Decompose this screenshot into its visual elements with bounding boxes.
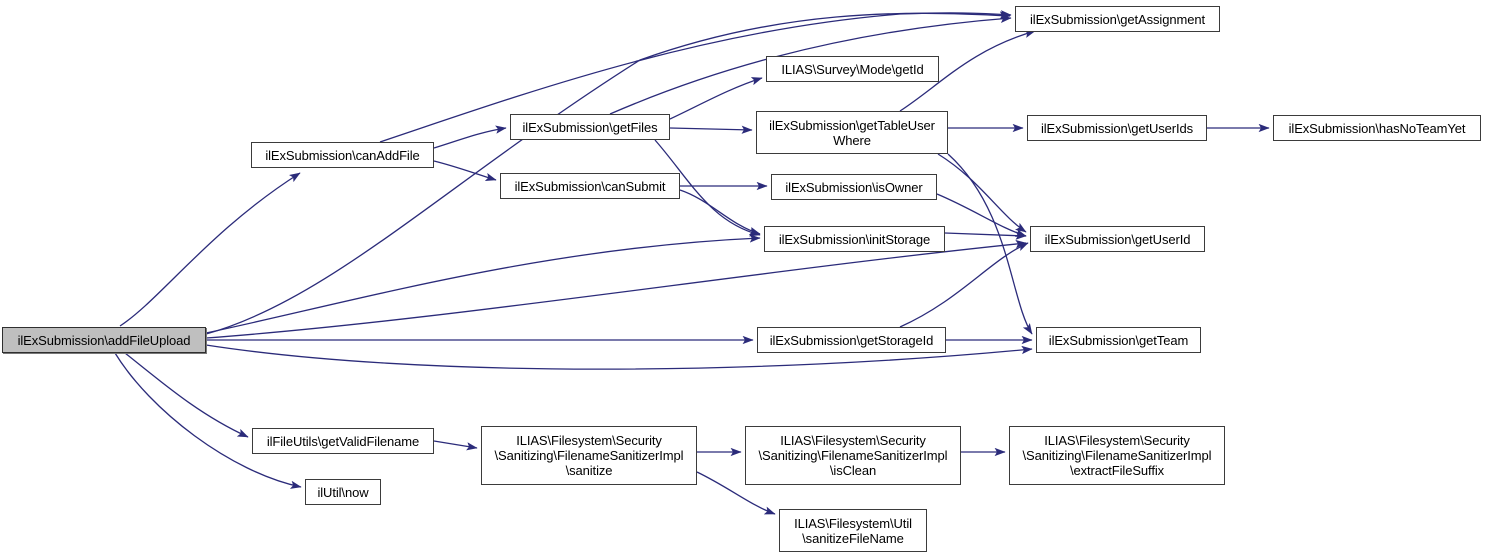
graph-node-label: ilExSubmission\isOwner	[785, 179, 923, 195]
graph-node-label: ilExSubmission\getAssignment	[1030, 11, 1205, 27]
edge-isOwner-to-getUserId	[936, 193, 1027, 237]
graph-node-sanitizeFileName[interactable]: ILIAS\Filesystem\Util \sanitizeFileName	[779, 509, 927, 552]
edge-addFileUpload-to-getValidFilename	[124, 352, 249, 438]
graph-node-surveyModeGetId[interactable]: ILIAS\Survey\Mode\getId	[766, 56, 939, 82]
graph-node-getUserIds[interactable]: ilExSubmission\getUserIds	[1027, 115, 1207, 141]
graph-node-isOwner[interactable]: ilExSubmission\isOwner	[771, 174, 937, 200]
edge-canAddFile-to-getAssignment	[379, 10, 1012, 143]
graph-node-canAddFile[interactable]: ilExSubmission\canAddFile	[251, 142, 434, 168]
edge-getTableUserWhere-to-getUserId	[937, 153, 1027, 233]
edge-getFiles-to-surveyModeGetId	[669, 77, 763, 120]
graph-node-isClean[interactable]: ILIAS\Filesystem\Security \Sanitizing\Fi…	[745, 426, 961, 485]
edge-getFiles-to-getTableUserWhere	[669, 125, 753, 134]
graph-node-hasNoTeamYet[interactable]: ilExSubmission\hasNoTeamYet	[1273, 115, 1481, 141]
graph-node-sanitize[interactable]: ILIAS\Filesystem\Security \Sanitizing\Fi…	[481, 426, 697, 485]
graph-node-label: ilExSubmission\hasNoTeamYet	[1288, 120, 1466, 136]
edge-initStorage-to-getUserId	[944, 231, 1027, 240]
edge-getValidFilename-to-sanitize	[433, 440, 478, 451]
edge-sanitize-to-sanitizeFileName	[696, 471, 776, 515]
edge-addFileUpload-to-initStorage	[205, 234, 761, 334]
graph-node-label: ilExSubmission\getStorageId	[769, 332, 934, 348]
graph-node-label: ilExSubmission\getUserId	[1044, 231, 1191, 247]
edge-getStorageId-to-getUserId	[899, 242, 1029, 328]
graph-node-addFileUpload[interactable]: ilExSubmission\addFileUpload	[2, 327, 206, 353]
graph-node-getTableUserWhere[interactable]: ilExSubmission\getTableUser Where	[756, 111, 948, 154]
edge-canSubmit-to-initStorage	[679, 189, 761, 235]
graph-node-label: ilExSubmission\canSubmit	[514, 178, 666, 194]
graph-node-label: ilExSubmission\canAddFile	[265, 147, 420, 163]
edge-getFiles-to-initStorage	[654, 139, 761, 237]
graph-node-label: ilExSubmission\getTeam	[1048, 332, 1189, 348]
graph-node-getStorageId[interactable]: ilExSubmission\getStorageId	[757, 327, 946, 353]
graph-node-ilUtilNow[interactable]: ilUtil\now	[305, 479, 381, 505]
edge-addFileUpload-to-getTeam	[205, 344, 1033, 370]
graph-node-label: ILIAS\Filesystem\Security \Sanitizing\Fi…	[494, 433, 684, 478]
graph-node-getAssignment[interactable]: ilExSubmission\getAssignment	[1015, 6, 1220, 32]
edge-addFileUpload-to-getAssignment	[205, 11, 1011, 335]
graph-node-extractFileSuffix[interactable]: ILIAS\Filesystem\Security \Sanitizing\Fi…	[1009, 426, 1225, 485]
edge-addFileUpload-to-ilUtilNow	[114, 352, 302, 489]
graph-node-label: ilUtil\now	[317, 484, 369, 500]
edge-getTableUserWhere-to-getTeam	[947, 153, 1033, 335]
edge-addFileUpload-to-canAddFile	[119, 172, 301, 327]
graph-node-getTeam[interactable]: ilExSubmission\getTeam	[1036, 327, 1201, 353]
edges	[114, 10, 1270, 515]
edge-getTableUserWhere-to-getAssignment	[899, 29, 1036, 112]
graph-node-label: ILIAS\Filesystem\Security \Sanitizing\Fi…	[758, 433, 948, 478]
edge-canAddFile-to-getFiles	[433, 125, 507, 149]
graph-node-label: ilExSubmission\getTableUser Where	[769, 117, 935, 148]
graph-node-getUserId[interactable]: ilExSubmission\getUserId	[1030, 226, 1205, 252]
graph-node-label: ILIAS\Survey\Mode\getId	[781, 61, 924, 77]
graph-node-initStorage[interactable]: ilExSubmission\initStorage	[764, 226, 945, 252]
graph-node-label: ilFileUtils\getValidFilename	[266, 433, 420, 449]
graph-node-label: ilExSubmission\getUserIds	[1040, 120, 1194, 136]
edge-addFileUpload-to-getUserId	[205, 239, 1027, 339]
graph-node-label: ILIAS\Filesystem\Security \Sanitizing\Fi…	[1022, 433, 1212, 478]
graph-node-label: ilExSubmission\getFiles	[522, 119, 658, 135]
graph-node-label: ilExSubmission\initStorage	[778, 231, 931, 247]
graph-node-label: ILIAS\Filesystem\Util \sanitizeFileName	[794, 515, 912, 546]
graph-node-canSubmit[interactable]: ilExSubmission\canSubmit	[500, 173, 680, 199]
graph-node-getFiles[interactable]: ilExSubmission\getFiles	[510, 114, 670, 140]
graph-node-label: ilExSubmission\addFileUpload	[17, 332, 191, 348]
edge-canAddFile-to-canSubmit	[433, 160, 497, 181]
graph-node-getValidFilename[interactable]: ilFileUtils\getValidFilename	[252, 428, 434, 454]
